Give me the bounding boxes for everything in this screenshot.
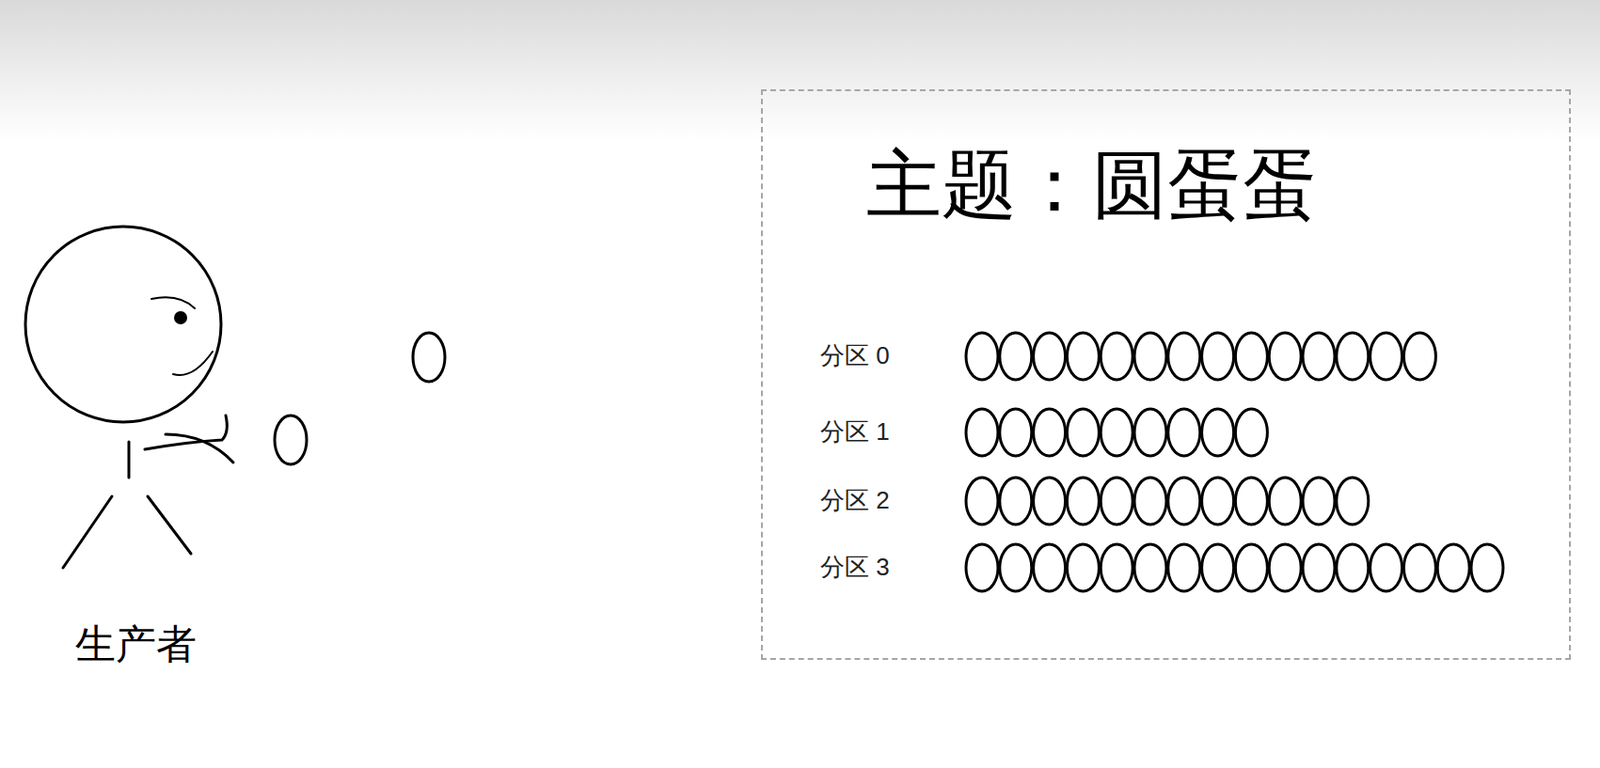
egg xyxy=(1302,477,1335,525)
egg xyxy=(1100,544,1133,592)
leg xyxy=(147,496,191,555)
arm xyxy=(165,434,234,463)
egg xyxy=(1066,332,1099,381)
egg xyxy=(1202,544,1235,592)
egg xyxy=(1235,409,1268,457)
egg xyxy=(1100,409,1133,457)
egg xyxy=(1134,332,1167,381)
egg xyxy=(1235,332,1268,381)
eye xyxy=(174,311,188,325)
egg xyxy=(1302,332,1335,381)
egg xyxy=(999,477,1032,525)
egg xyxy=(1403,544,1436,592)
body xyxy=(127,442,131,478)
egg xyxy=(1268,477,1301,525)
egg xyxy=(999,544,1032,592)
egg xyxy=(966,332,999,381)
partition-label: 分区 3 xyxy=(820,553,890,583)
egg xyxy=(1370,544,1403,592)
egg xyxy=(1066,477,1099,525)
egg xyxy=(1437,544,1470,592)
partition-label: 分区 1 xyxy=(820,417,890,447)
header-gradient xyxy=(0,0,1600,142)
smile xyxy=(173,351,213,376)
producer-label: 生产者 xyxy=(75,620,197,670)
egg xyxy=(1100,477,1133,525)
leg xyxy=(63,496,112,569)
egg xyxy=(1471,544,1504,592)
egg xyxy=(1168,409,1201,457)
egg xyxy=(1370,332,1403,381)
egg xyxy=(1403,332,1436,381)
egg xyxy=(1202,477,1235,525)
egg xyxy=(1168,544,1201,592)
egg xyxy=(999,332,1032,381)
partition-eggs xyxy=(966,332,1504,592)
egg xyxy=(1235,544,1268,592)
egg xyxy=(1202,409,1235,457)
egg xyxy=(1033,544,1066,592)
producer-figure xyxy=(25,226,234,569)
egg xyxy=(1134,477,1167,525)
egg xyxy=(1302,544,1335,592)
egg xyxy=(1033,477,1066,525)
egg xyxy=(1235,477,1268,525)
egg xyxy=(1100,332,1133,381)
egg xyxy=(1134,409,1167,457)
partition-label: 分区 2 xyxy=(820,486,890,516)
egg xyxy=(966,409,999,457)
egg xyxy=(1168,477,1201,525)
egg xyxy=(1134,544,1167,592)
egg xyxy=(1268,544,1301,592)
topic-title: 主题：圆蛋蛋 xyxy=(866,140,1318,231)
head xyxy=(25,226,222,423)
egg xyxy=(1033,332,1066,381)
egg xyxy=(1168,332,1201,381)
egg xyxy=(412,332,445,382)
egg xyxy=(966,544,999,592)
egg xyxy=(1033,409,1066,457)
egg xyxy=(1066,544,1099,592)
egg xyxy=(274,415,307,465)
egg xyxy=(1336,544,1369,592)
egg xyxy=(999,409,1032,457)
arm xyxy=(144,415,227,450)
egg xyxy=(1066,409,1099,457)
egg xyxy=(1336,477,1369,525)
egg xyxy=(966,477,999,525)
egg xyxy=(1202,332,1235,381)
partition-label: 分区 0 xyxy=(820,341,890,371)
egg xyxy=(1268,332,1301,381)
egg xyxy=(1336,332,1369,381)
eyebrow xyxy=(151,297,195,309)
